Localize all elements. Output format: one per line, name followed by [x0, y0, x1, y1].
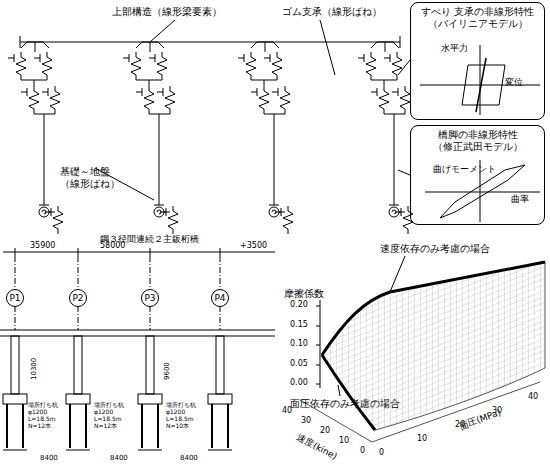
- friction-surface: [300, 256, 545, 442]
- part-label: 上部構造（線形梁要素）: [112, 6, 222, 18]
- pier-marker: P4: [211, 289, 229, 307]
- callout-box: すべり 支承の非線形特性 （バイリニアモデル） 水平力変位: [410, 2, 545, 120]
- pier-marker: P3: [141, 289, 159, 307]
- node-text: 曲げモーメント: [433, 164, 496, 174]
- annotation: 速度(kine): [295, 432, 339, 462]
- annotation: 場所打ち杭 φ1200 L=18.5m N=12本: [94, 402, 126, 430]
- annotation: 10: [339, 436, 349, 445]
- node-text: P1: [7, 293, 23, 303]
- annotation: 35900: [30, 241, 55, 250]
- annotation: 0.20: [290, 300, 308, 309]
- annotation: 場所打ち杭 φ1200 L=18.5m N=12本: [28, 402, 60, 430]
- annotation: 0.15: [290, 320, 308, 329]
- node-text: P2: [70, 293, 86, 303]
- annotation: 10: [417, 434, 427, 443]
- part-label: ゴム支承（線形ばね）: [282, 6, 382, 18]
- annotation: 8400: [180, 454, 198, 462]
- annotation: 0.05: [290, 359, 308, 368]
- annotation: 30: [301, 416, 311, 425]
- annotation: 40: [282, 406, 292, 415]
- annotation: 9600: [163, 362, 171, 380]
- callout-heading: 橋脚の非線形特性 （修正武田モデル）: [414, 129, 541, 152]
- annotation: 面圧(MPa): [458, 407, 502, 432]
- annotation: 0: [379, 448, 384, 457]
- annotation: +3500: [240, 241, 267, 250]
- annotation: 場所打ち杭 φ1200 L=18.5m N=10本: [166, 402, 198, 430]
- pier-marker: P2: [69, 289, 87, 307]
- bridge-drawing: [0, 248, 275, 450]
- node-text: 水平力: [441, 43, 468, 53]
- annotation: 摩擦係数: [284, 288, 324, 300]
- callout-heading: すべり 支承の非線形特性 （バイリニアモデル）: [414, 6, 541, 29]
- annotation: 20: [320, 426, 330, 435]
- annotation: 速度依存のみ考慮の場合: [380, 243, 490, 255]
- annotation: 40: [528, 392, 538, 401]
- structural-model: [8, 20, 413, 234]
- annotation: 58000: [100, 241, 125, 250]
- callout-box: 橋脚の非線形特性 （修正武田モデル） 曲げモーメント曲率: [410, 125, 545, 225]
- part-label: 基礎～地盤 （線形ばね）: [60, 166, 126, 189]
- pier-marker: P1: [6, 289, 24, 307]
- annotation: 8400: [40, 454, 58, 462]
- node-text: P3: [142, 293, 158, 303]
- annotation: 面圧依存のみ考慮の場合: [290, 398, 400, 410]
- node-text: 変位: [505, 77, 523, 87]
- annotation: 0.00: [290, 378, 308, 387]
- annotation: 10300: [30, 358, 38, 380]
- node-text: 曲率: [511, 194, 529, 204]
- node-text: P4: [212, 293, 228, 303]
- annotation: 0.10: [290, 339, 308, 348]
- annotation: 0: [360, 446, 365, 455]
- annotation: 8400: [110, 454, 128, 462]
